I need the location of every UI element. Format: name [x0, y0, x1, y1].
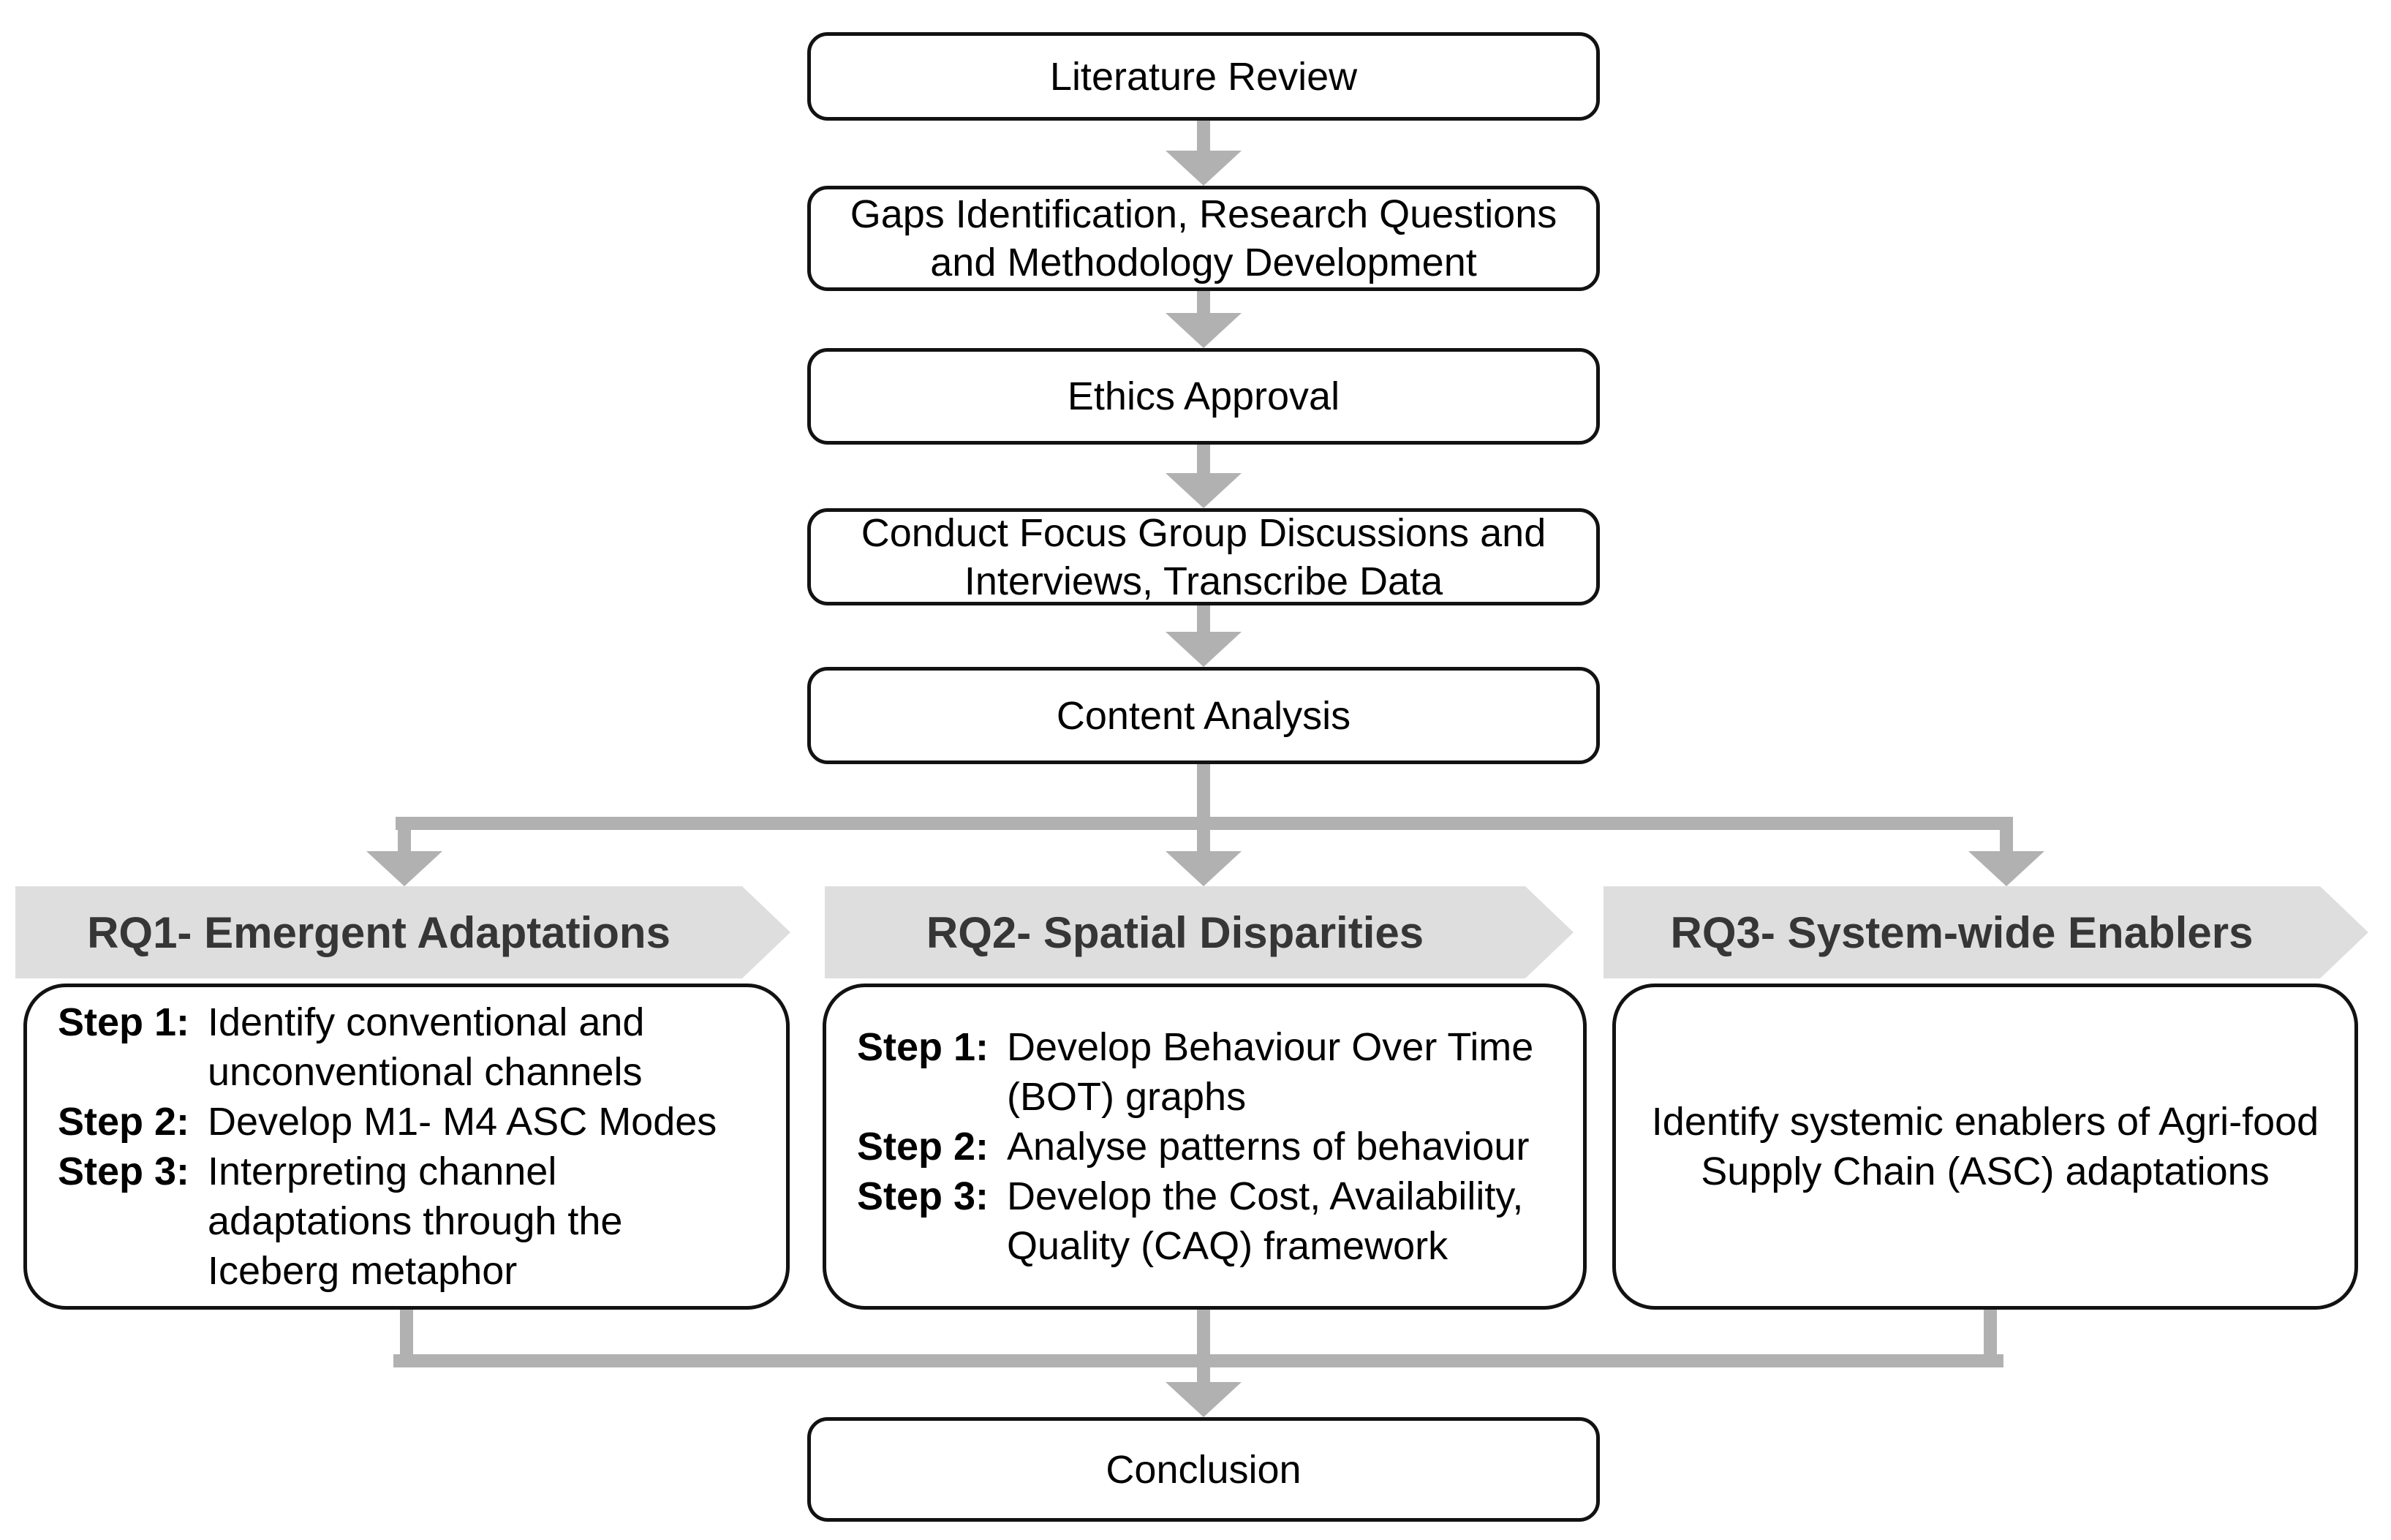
banner-rq2-label: RQ2- Spatial Disparities: [926, 907, 1424, 957]
branch-arrow-middle-icon: [1166, 851, 1242, 886]
node-literature-review: Literature Review: [807, 32, 1600, 121]
banner-rq3-label: RQ3- System-wide Enablers: [1670, 907, 2254, 957]
converge-stem-middle: [1197, 1310, 1210, 1382]
rq2-step-1-label: Step 1:: [857, 1025, 989, 1069]
rq3-text: Identify systemic enablers of Agri-food …: [1651, 1100, 2319, 1193]
rq1-step-3: Step 3: Interpreting channel adaptations…: [58, 1147, 786, 1296]
rq2-step-3-label: Step 3:: [857, 1174, 989, 1218]
rq1-step-2: Step 2: Develop M1- M4 ASC Modes: [58, 1097, 786, 1147]
arrow-2-down-icon: [1166, 313, 1242, 348]
node-gaps-identification-label: Gaps Identification, Research Questions …: [850, 192, 1557, 284]
banner-rq2: RQ2- Spatial Disparities: [825, 886, 1574, 978]
rq2-step-1-text: Develop Behaviour Over Time (BOT) graphs: [1007, 1025, 1534, 1119]
rq1-step-2-text: Develop M1- M4 ASC Modes: [208, 1100, 717, 1144]
banner-rq1: RQ1- Emergent Adaptations: [15, 886, 790, 978]
branch-drop-right: [2000, 817, 2013, 851]
branch-arrow-right-icon: [1968, 851, 2044, 886]
node-ethics-approval: Ethics Approval: [807, 348, 1600, 445]
node-focus-groups-label: Conduct Focus Group Discussions and Inte…: [861, 510, 1546, 603]
converge-arrow-down-icon: [1166, 1382, 1242, 1417]
arrow-4-down-icon: [1166, 632, 1242, 667]
rq2-step-2: Step 2: Analyse patterns of behaviour: [857, 1122, 1583, 1171]
rq1-step-3-text: Interpreting channel adaptations through…: [208, 1150, 623, 1293]
arrow-3-down-icon: [1166, 473, 1242, 508]
rq2-step-2-text: Analyse patterns of behaviour: [1007, 1125, 1530, 1169]
node-conclusion-label: Conclusion: [1106, 1447, 1302, 1492]
node-literature-review-label: Literature Review: [1049, 54, 1358, 99]
banner-rq3: RQ3- System-wide Enablers: [1604, 886, 2368, 978]
branch-stem-center: [1197, 764, 1210, 817]
node-conclusion: Conclusion: [807, 1417, 1600, 1522]
banner-rq1-label: RQ1- Emergent Adaptations: [87, 907, 671, 957]
rq1-step-3-label: Step 3:: [58, 1150, 190, 1193]
branch-drop-middle: [1197, 817, 1210, 851]
arrow-4-stem: [1197, 605, 1210, 632]
rq2-step-3: Step 3: Develop the Cost, Availability, …: [857, 1171, 1583, 1271]
rq1-step-1: Step 1: Identify conventional and unconv…: [58, 997, 786, 1097]
arrow-1-stem: [1197, 121, 1210, 151]
converge-riser-left: [400, 1310, 413, 1367]
node-gaps-identification: Gaps Identification, Research Questions …: [807, 186, 1600, 291]
node-focus-groups: Conduct Focus Group Discussions and Inte…: [807, 508, 1600, 605]
box-rq2-steps: Step 1: Develop Behaviour Over Time (BOT…: [823, 984, 1587, 1310]
rq2-step-1: Step 1: Develop Behaviour Over Time (BOT…: [857, 1022, 1583, 1122]
rq2-step-list: Step 1: Develop Behaviour Over Time (BOT…: [826, 1022, 1583, 1271]
arrow-3-stem: [1197, 445, 1210, 473]
arrow-2-stem: [1197, 291, 1210, 313]
rq2-step-2-label: Step 2:: [857, 1125, 989, 1169]
rq1-step-2-label: Step 2:: [58, 1100, 190, 1144]
node-content-analysis-label: Content Analysis: [1056, 693, 1351, 738]
node-content-analysis: Content Analysis: [807, 667, 1600, 764]
box-rq1-steps: Step 1: Identify conventional and unconv…: [23, 984, 790, 1310]
rq1-step-list: Step 1: Identify conventional and unconv…: [27, 997, 786, 1296]
converge-riser-right: [1984, 1310, 1997, 1367]
rq1-step-1-label: Step 1:: [58, 1000, 190, 1044]
arrow-1-down-icon: [1166, 151, 1242, 186]
node-ethics-approval-label: Ethics Approval: [1067, 374, 1340, 418]
rq2-step-3-text: Develop the Cost, Availability, Quality …: [1007, 1174, 1524, 1268]
branch-drop-left: [398, 817, 411, 851]
rq1-step-1-text: Identify conventional and unconventional…: [208, 1000, 645, 1094]
branch-arrow-left-icon: [366, 851, 442, 886]
box-rq3: Identify systemic enablers of Agri-food …: [1612, 984, 2358, 1310]
